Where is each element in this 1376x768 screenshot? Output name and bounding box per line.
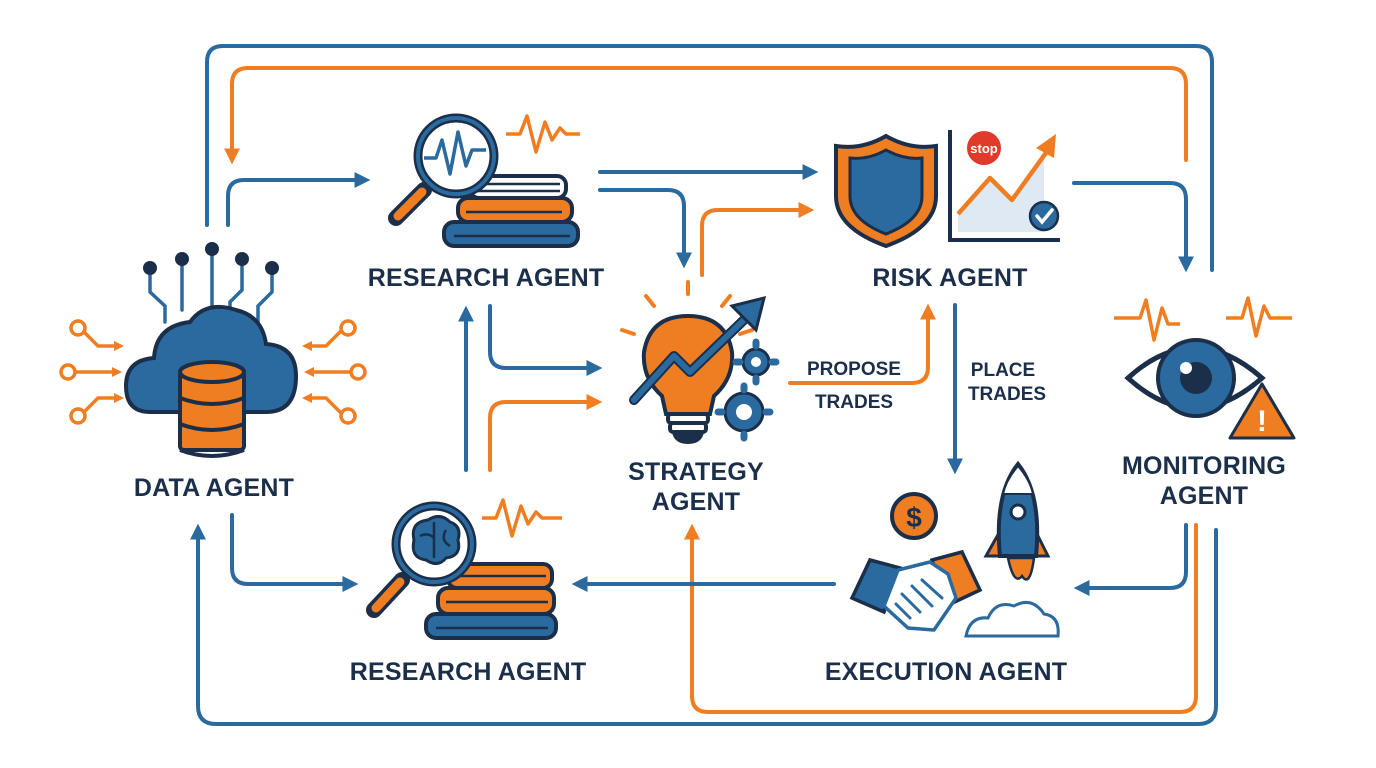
data-agent-label: DATA AGENT: [134, 474, 294, 502]
propose-trades-arrow: [788, 303, 936, 385]
risk-to-monitoring-arrow: [1072, 181, 1194, 273]
handshake-rocket-icon: [849, 460, 1060, 638]
strategy-to-risk-orange-arrow: [700, 202, 815, 277]
stop-badge: stop: [967, 131, 1001, 165]
propose-trades-label-line1: PROPOSE: [807, 359, 901, 380]
research-down-to-strategy-arrow: [488, 304, 603, 376]
outer-loop-bottom-arrow: [190, 523, 1218, 726]
monitoring-agent-label-line1: MONITORING: [1122, 452, 1286, 480]
risk-agent-label: RISK AGENT: [872, 264, 1027, 292]
stop-badge-text: stop: [970, 141, 998, 156]
data-to-research-top-arrow: [226, 172, 371, 227]
lightbulb-gears-icon: [620, 280, 780, 445]
place-trades-label-line2: TRADES: [968, 384, 1046, 405]
shield-chart-icon: [834, 130, 1060, 249]
strategy-agent-label-line2: AGENT: [652, 488, 741, 516]
monitoring-agent-label-line2: AGENT: [1160, 482, 1249, 510]
warning-badge-text: !: [1257, 405, 1267, 438]
brain-magnifier-books-icon: [366, 498, 562, 640]
warning-triangle: !: [1228, 382, 1296, 440]
research-to-strategy-arrow: [598, 188, 692, 269]
research-bottom-to-strategy-orange-arrow: [488, 394, 603, 472]
place-trades-label-line1: PLACE: [971, 360, 1035, 381]
monitoring-to-strategy-orange-arrow: [684, 523, 1198, 714]
research-top-agent-label: RESEARCH AGENT: [368, 264, 605, 292]
execution-agent-label: EXECUTION AGENT: [825, 658, 1067, 686]
outer-loop-top-arrow: [205, 44, 1214, 272]
strategy-agent-label-line1: STRATEGY: [628, 458, 764, 486]
dollar-coin-text: $: [906, 502, 922, 533]
dollar-coin: $: [890, 492, 938, 540]
monitoring-to-execution-arrow: [1073, 523, 1188, 596]
outer-loop-top-orange-arrow: [224, 66, 1188, 165]
research-bottom-agent-label: RESEARCH AGENT: [350, 658, 587, 686]
flow-arrows: [190, 44, 1218, 726]
cloud-database-icon: [59, 242, 367, 458]
data-to-research-bottom-arrow: [230, 513, 359, 592]
magnifier-books-icon: [388, 113, 580, 248]
eye-warning-icon: [1114, 296, 1292, 418]
propose-trades-label-line2: TRADES: [815, 392, 893, 413]
